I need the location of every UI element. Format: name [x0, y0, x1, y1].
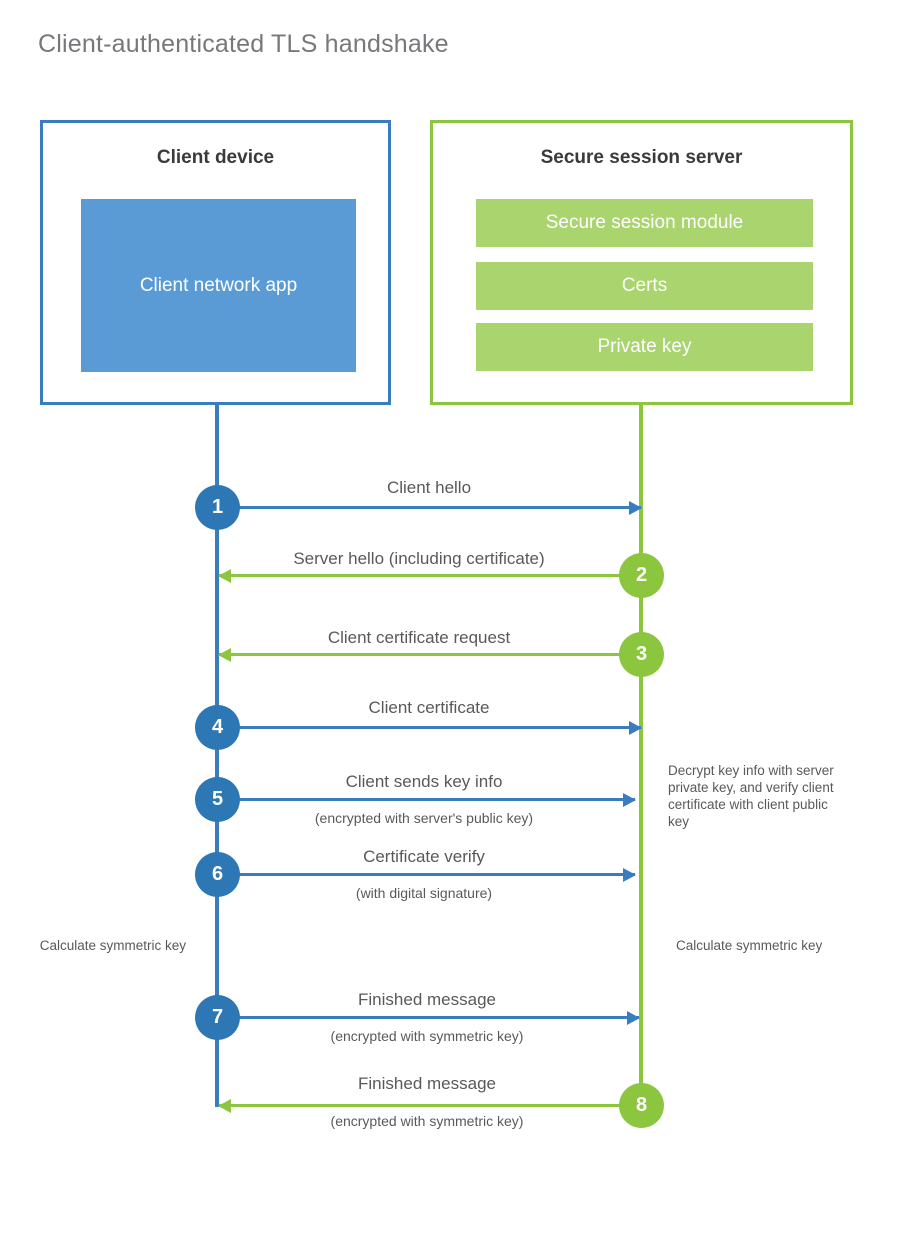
server-lifeline	[639, 405, 643, 1107]
step-4-circle[interactable]: 4	[195, 705, 240, 750]
arrow-shaft	[219, 653, 639, 656]
step-6-circle[interactable]: 6	[195, 852, 240, 897]
secure-session-server-box: Secure session server Secure session mod…	[430, 120, 853, 405]
arrow-shaft	[219, 574, 639, 577]
step-8-circle[interactable]: 8	[619, 1083, 664, 1128]
arrow-shaft	[219, 873, 635, 876]
server-calculate-symmetric-key-note: Calculate symmetric key	[676, 938, 823, 953]
step-6-sublabel: (with digital signature)	[355, 885, 493, 901]
step-7-label: Finished message	[358, 990, 496, 1009]
step-3-circle[interactable]: 3	[619, 632, 664, 677]
client-network-app-block: Client network app	[81, 199, 356, 372]
arrow-shaft	[219, 1104, 639, 1107]
step-2-label: Server hello (including certificate)	[293, 549, 545, 568]
client-lifeline	[215, 405, 219, 1107]
secure-session-server-title: Secure session server	[540, 147, 743, 168]
arrowhead-icon	[623, 792, 636, 807]
arrow-shaft	[219, 506, 641, 509]
step-1-circle[interactable]: 1	[195, 485, 240, 530]
step-4-arrow	[219, 720, 642, 735]
step-8-arrow	[218, 1098, 639, 1113]
step-5-arrow	[219, 792, 636, 807]
step-2-arrow	[218, 568, 639, 583]
step-8-sublabel: (encrypted with symmetric key)	[330, 1113, 524, 1129]
page-title: Client-authenticated TLS handshake	[38, 30, 449, 58]
arrowhead-icon	[629, 720, 642, 735]
step-4-label: Client certificate	[368, 698, 490, 717]
step-6-label: Certificate verify	[363, 847, 485, 866]
server-component-secure-session-module: Secure session module	[476, 199, 813, 247]
step-5-sublabel: (encrypted with server's public key)	[314, 810, 534, 826]
step-2-circle[interactable]: 2	[619, 553, 664, 598]
arrowhead-icon	[627, 1010, 640, 1025]
arrowhead-icon	[218, 647, 231, 662]
arrowhead-icon	[218, 568, 231, 583]
step-7-circle[interactable]: 7	[195, 995, 240, 1040]
arrowhead-icon	[623, 867, 636, 882]
step-8-label: Finished message	[358, 1074, 496, 1093]
step-7-sublabel: (encrypted with symmetric key)	[330, 1028, 524, 1044]
client-device-title: Client device	[156, 147, 275, 168]
step-5-label: Client sends key info	[345, 772, 503, 791]
arrow-shaft	[219, 798, 635, 801]
step-5-circle[interactable]: 5	[195, 777, 240, 822]
step-7-arrow	[219, 1010, 640, 1025]
step-6-arrow	[219, 867, 636, 882]
arrow-shaft	[219, 1016, 639, 1019]
server-decrypt-note: Decrypt key info with server private key…	[668, 763, 834, 829]
arrow-shaft	[219, 726, 641, 729]
step-1-arrow	[219, 500, 642, 515]
arrowhead-icon	[218, 1098, 231, 1113]
server-component-certs: Certs	[476, 262, 813, 310]
server-component-private-key: Private key	[476, 323, 813, 371]
arrowhead-icon	[629, 500, 642, 515]
step-1-label: Client hello	[386, 478, 472, 497]
step-3-arrow	[218, 647, 639, 662]
step-3-label: Client certificate request	[327, 628, 511, 647]
client-calculate-symmetric-key-note: Calculate symmetric key	[39, 938, 186, 953]
client-device-box: Client device Client network app	[40, 120, 391, 405]
